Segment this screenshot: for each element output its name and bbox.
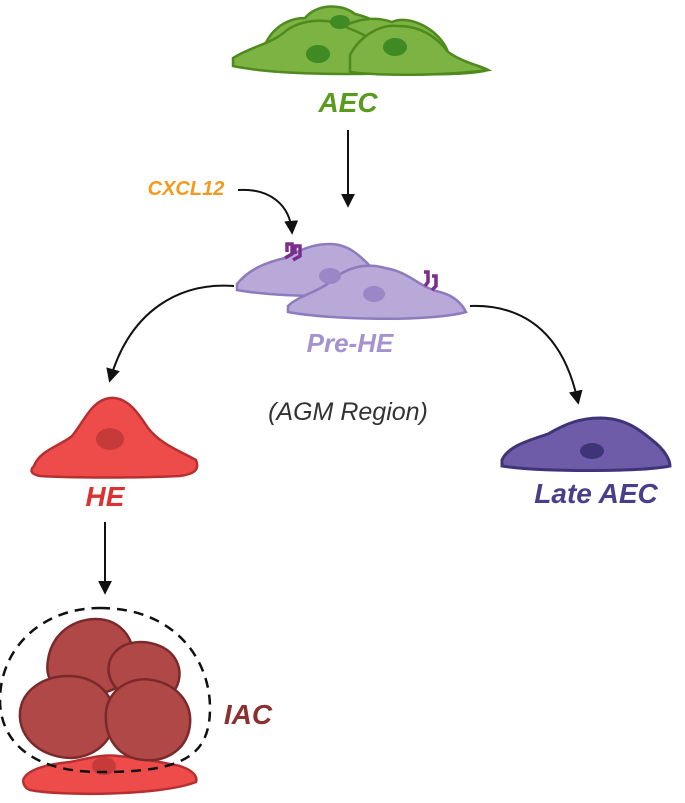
iac-base-cell [22,754,198,796]
receptor-right [423,270,438,292]
agm-region-label: (AGM Region) [268,398,428,426]
aec-nucleus-2 [383,38,407,56]
arrow-cxcl12-to-receptor [237,188,299,235]
late-aec-label: Late AEC [534,478,658,509]
arrow-prehe-to-late-aec [469,304,583,405]
aec-label: AEC [317,87,378,118]
aec-nucleus-3 [330,15,350,29]
aec-cell-cluster [231,5,493,77]
he-label: HE [86,481,126,512]
iac-cell-bottom-left [18,674,116,760]
prehe-nucleus-1 [319,268,341,284]
cxcl12-label: CXCL12 [148,178,225,200]
prehe-cell-cluster [235,242,468,320]
prehe-nucleus-2 [363,286,385,302]
iac-base-nucleus [92,757,116,775]
he-cell [30,396,199,479]
iac-cluster [0,606,212,796]
he-nucleus [96,428,124,450]
late-aec-nucleus [580,443,604,459]
arrow-prehe-to-he [106,284,235,383]
iac-dashed-boundary [0,606,212,774]
receptor-left [284,242,302,262]
aec-nucleus-1 [306,45,330,63]
prehe-label: Pre-HE [307,328,394,358]
iac-cell-bottom-right [104,678,192,762]
late-aec-cell [500,416,672,472]
iac-label: IAC [224,699,273,730]
aec-cell-front-right [348,24,493,77]
